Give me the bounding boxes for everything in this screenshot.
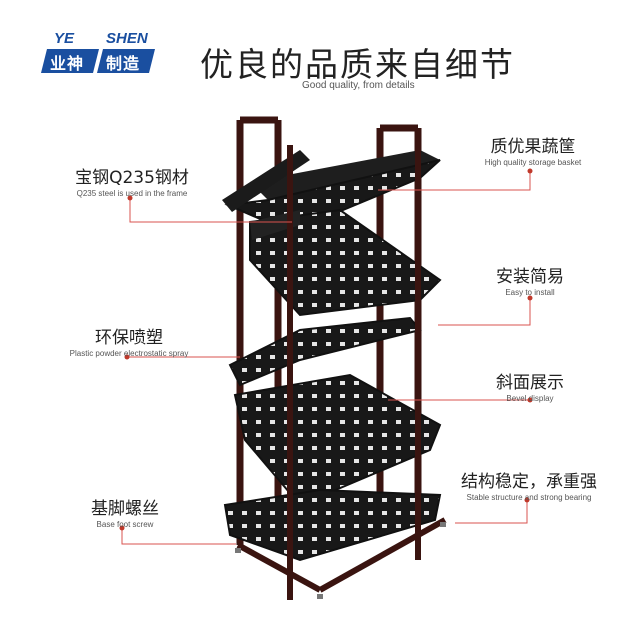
brand-chinese-zhizao: 制造 xyxy=(106,54,141,73)
rack-front-frame xyxy=(236,128,447,600)
feature-foot: 基脚螺丝 Base foot screw xyxy=(85,494,165,529)
base-foot-screws xyxy=(235,522,446,599)
feature-spray-title: 环保喷塑 xyxy=(95,328,163,348)
feature-bevel-desc: Bevel display xyxy=(506,394,554,403)
basket-5 xyxy=(223,488,442,562)
page-title: 优良的品质来自细节 xyxy=(200,45,515,84)
basket-4 xyxy=(233,373,442,507)
feature-bevel-title: 斜面展示 xyxy=(496,373,564,393)
feature-steel: 宝钢Q235钢材 Q235 steel is used in the frame xyxy=(72,163,192,198)
brand-latin-shen: SHEN xyxy=(106,30,148,47)
feature-install-title: 安装简易 xyxy=(496,267,564,287)
feature-spray: 环保喷塑 Plastic powder electrostatic spray xyxy=(64,323,194,358)
feature-stable-title: 结构稳定，承重强 xyxy=(461,472,597,492)
feature-spray-desc: Plastic powder electrostatic spray xyxy=(69,349,189,358)
brand-chinese-ye-shen: 业神 xyxy=(50,54,85,73)
brand-logo: YE SHEN 业神 制造 xyxy=(40,30,155,74)
feature-basket: 质优果蔬筐 High quality storage basket xyxy=(468,132,598,167)
feature-stable-desc: Stable structure and strong bearing xyxy=(466,493,592,502)
feature-foot-desc: Base foot screw xyxy=(96,520,154,529)
callout-dots xyxy=(119,168,533,531)
feature-basket-title: 质优果蔬筐 xyxy=(490,137,576,157)
basket-3 xyxy=(228,316,422,387)
feature-stable: 结构稳定，承重强 Stable structure and strong bea… xyxy=(458,467,600,502)
feature-install-desc: Easy to install xyxy=(505,288,555,297)
callout-lines xyxy=(121,171,531,545)
feature-basket-desc: High quality storage basket xyxy=(484,158,582,167)
feature-steel-title: 宝钢Q235钢材 xyxy=(75,168,189,188)
feature-steel-desc: Q235 steel is used in the frame xyxy=(76,189,188,198)
page-subtitle: Good quality, from details xyxy=(302,80,415,91)
feature-bevel: 斜面展示 Bevel display xyxy=(480,368,580,403)
feature-install: 安装简易 Easy to install xyxy=(480,262,580,297)
feature-foot-title: 基脚螺丝 xyxy=(91,499,159,519)
brand-latin-ye: YE xyxy=(54,30,75,47)
